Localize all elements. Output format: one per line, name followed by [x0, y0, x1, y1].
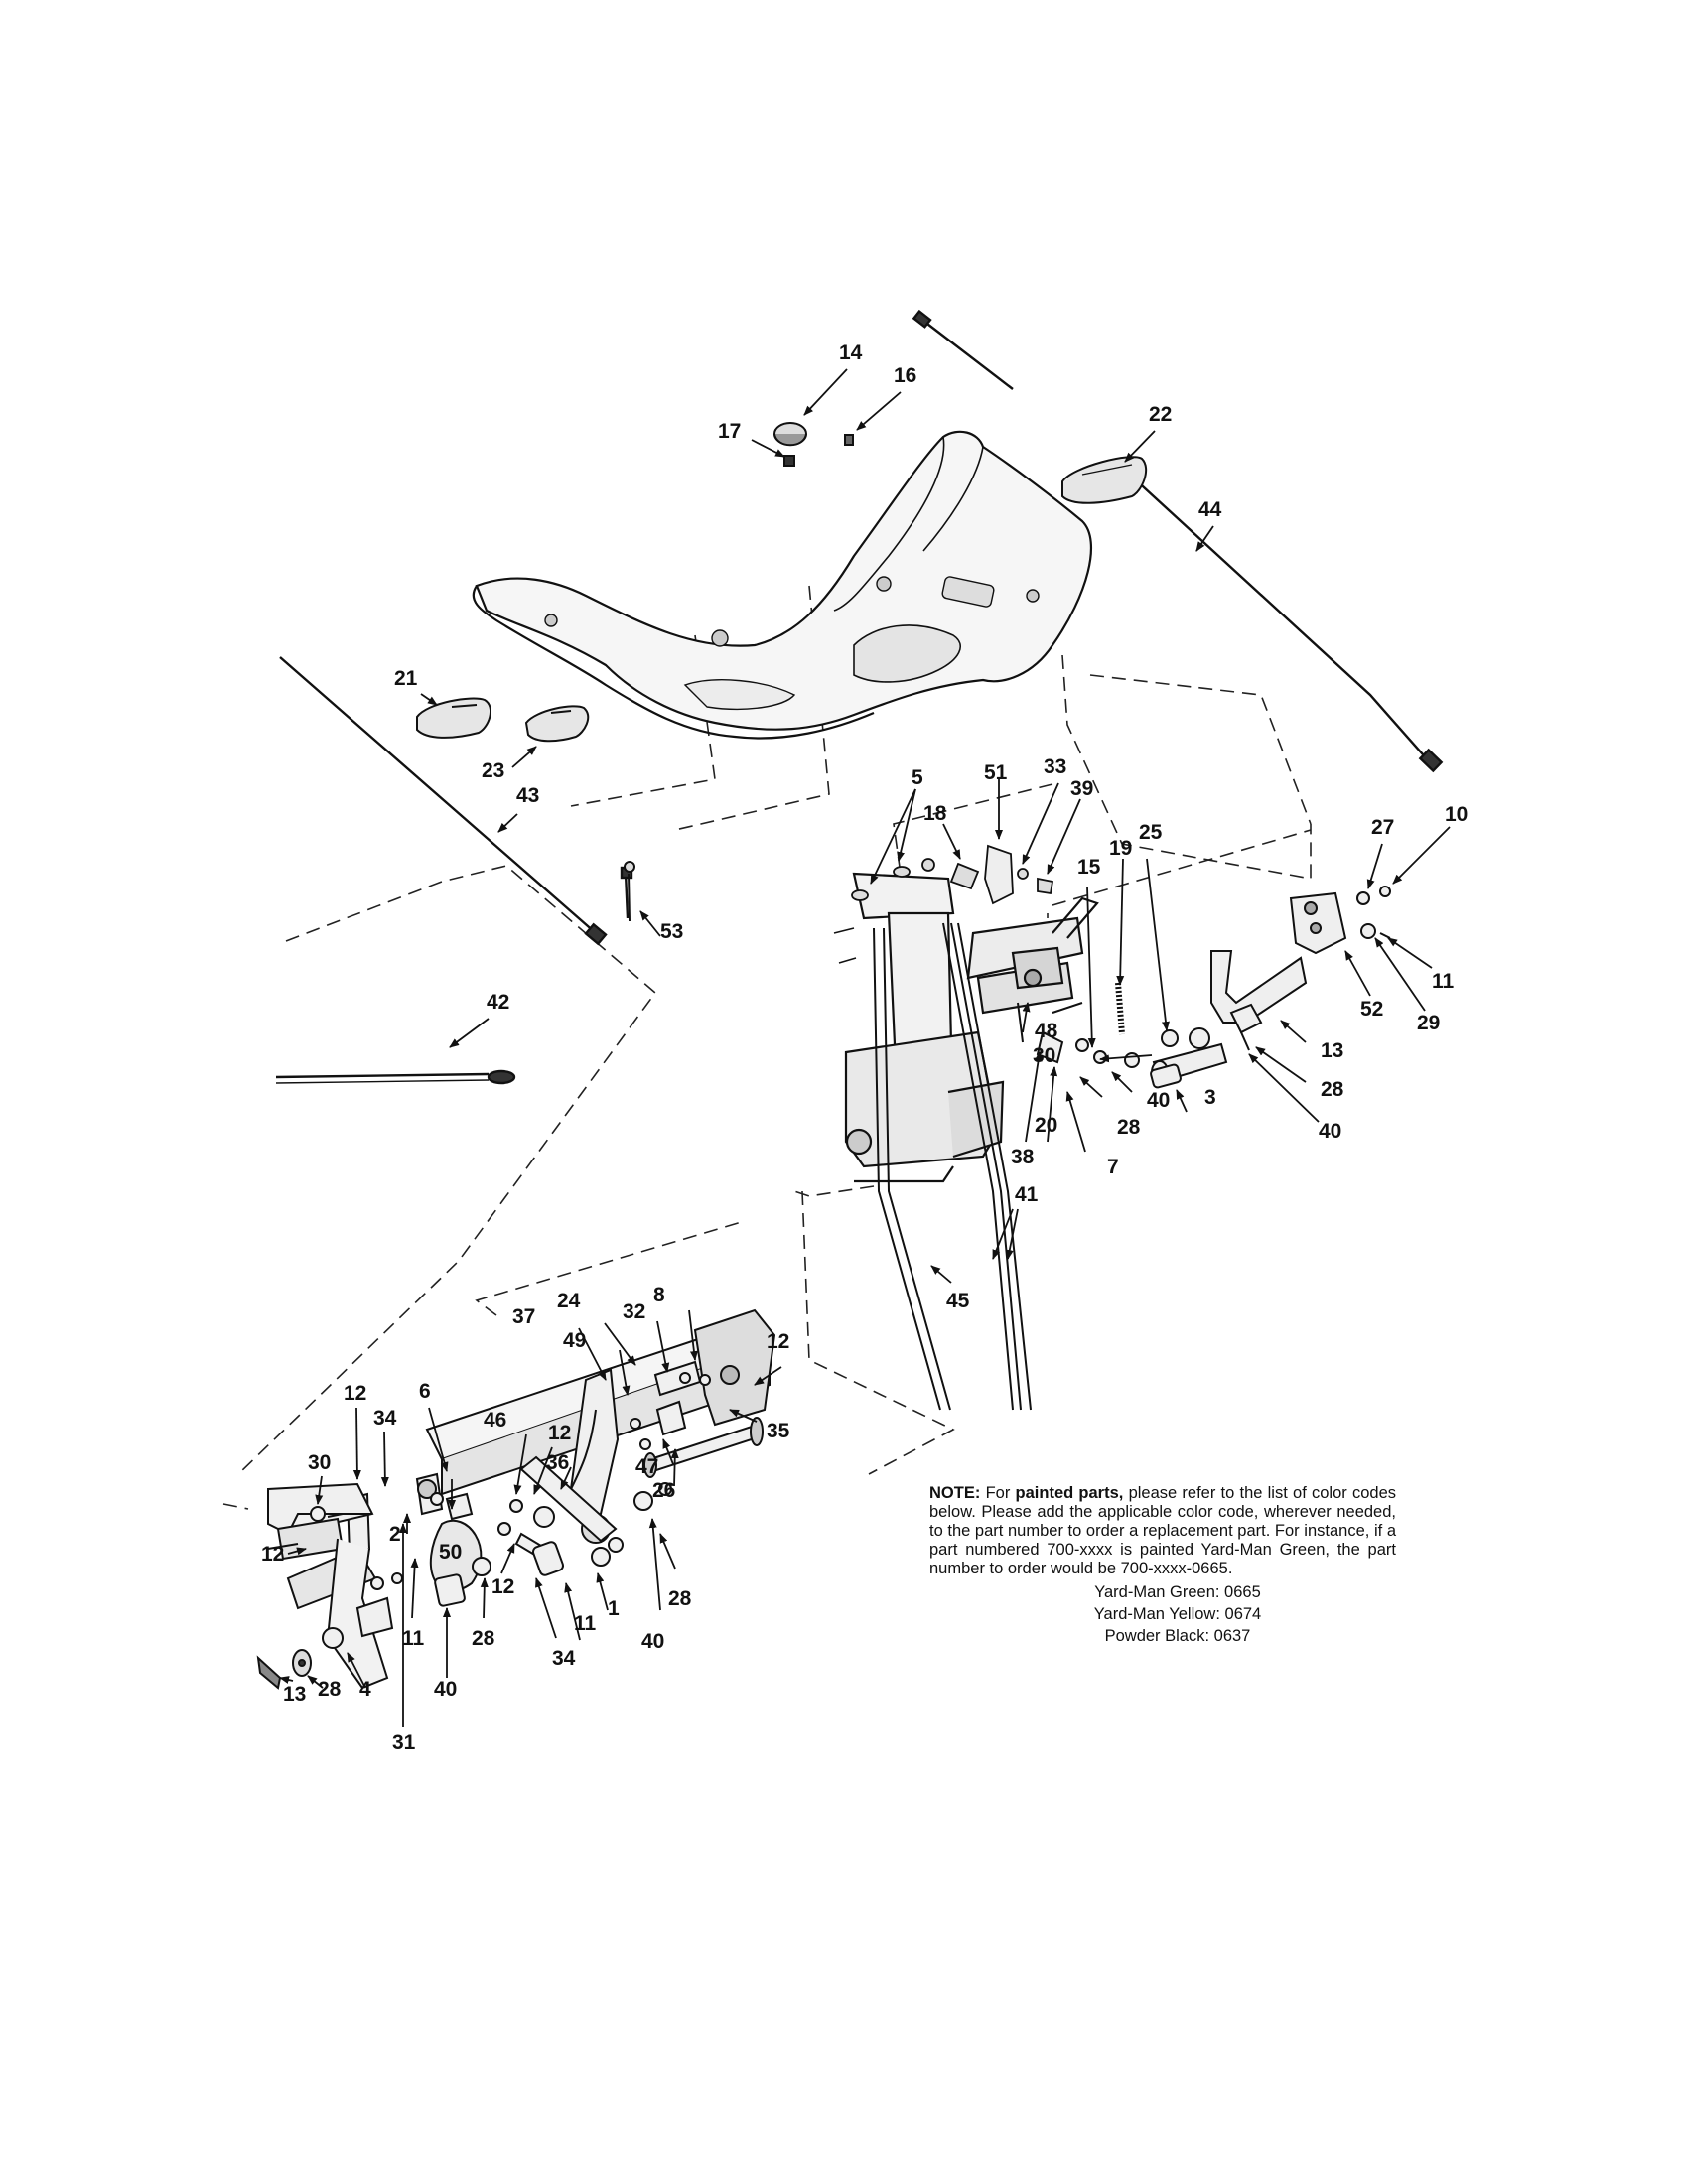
callout-47: 47	[635, 1455, 658, 1478]
callout-37: 37	[512, 1305, 535, 1328]
bolt-53	[624, 861, 635, 922]
color-code-yellow: Yard-Man Yellow: 0674	[1093, 1605, 1262, 1623]
callout-24: 24	[557, 1290, 581, 1312]
callout-12-a: 12	[767, 1330, 789, 1353]
callout-48: 48	[1035, 1020, 1058, 1042]
note-pre: For	[985, 1484, 1011, 1502]
note-body: please refer to the list of color codes …	[929, 1484, 1396, 1577]
right-linkage	[1017, 886, 1391, 1089]
steering-column-assembly	[833, 872, 1099, 1183]
callout-3: 3	[1204, 1086, 1216, 1109]
callout-12-d: 12	[261, 1543, 284, 1566]
callout-40-upper-a: 40	[1147, 1089, 1170, 1112]
painted-parts-note: NOTE: For painted parts, please refer to…	[929, 1484, 1396, 1647]
upper-hardware	[851, 844, 1054, 905]
callout-13-upper: 13	[1321, 1039, 1343, 1062]
note-emphasis: painted parts,	[1015, 1484, 1124, 1502]
callout-6: 6	[419, 1380, 431, 1403]
callout-28-upper-b: 28	[1321, 1078, 1344, 1101]
callout-12-e: 12	[491, 1575, 514, 1598]
callout-20: 20	[1035, 1114, 1057, 1137]
callout-11-lower-b: 11	[574, 1612, 597, 1635]
cable-grips	[416, 456, 1148, 743]
callout-5: 5	[912, 766, 923, 789]
callout-11-lower-a: 11	[402, 1627, 425, 1650]
callout-4: 4	[359, 1678, 371, 1701]
callout-32: 32	[623, 1300, 645, 1323]
callout-46: 46	[484, 1409, 506, 1432]
callout-42: 42	[487, 991, 509, 1014]
callout-labels: 14 16 17 22 44 21 23 43 53 42 5 51 33 39…	[261, 341, 1468, 1754]
callout-45: 45	[946, 1290, 970, 1312]
color-code-green: Yard-Man Green: 0665	[1094, 1583, 1261, 1601]
control-cables	[275, 309, 1444, 1085]
console-panel	[472, 430, 1093, 740]
callout-53: 53	[660, 920, 683, 943]
note-lead: NOTE:	[929, 1484, 981, 1502]
callout-28-lower-b: 28	[668, 1587, 692, 1610]
callout-2: 2	[389, 1523, 401, 1546]
callout-11-upper: 11	[1432, 970, 1455, 993]
callout-14: 14	[839, 341, 863, 364]
callout-28-lower-a: 28	[472, 1627, 495, 1650]
callout-7: 7	[1107, 1156, 1119, 1178]
callout-36: 36	[546, 1451, 569, 1474]
color-code-list: Yard-Man Green: 0665 Yard-Man Yellow: 06…	[929, 1581, 1396, 1647]
callout-41: 41	[1015, 1183, 1039, 1206]
callout-8: 8	[653, 1284, 665, 1306]
rods-45-41	[873, 922, 1032, 1411]
callout-49: 49	[563, 1329, 586, 1352]
callout-19: 19	[1109, 837, 1132, 860]
callout-39: 39	[1070, 777, 1093, 800]
callout-12-b: 12	[344, 1382, 366, 1405]
callout-1: 1	[608, 1597, 620, 1620]
callout-43: 43	[516, 784, 539, 807]
callout-34-a: 34	[373, 1407, 397, 1430]
callout-12-c: 12	[548, 1422, 571, 1444]
callout-28-lower-c: 28	[318, 1678, 342, 1701]
callout-18: 18	[923, 802, 947, 825]
callout-33: 33	[1044, 755, 1066, 778]
callout-28-upper-a: 28	[1117, 1116, 1141, 1139]
knob-parts	[773, 422, 854, 467]
color-code-black: Powder Black: 0637	[1104, 1627, 1251, 1645]
callout-26: 26	[652, 1479, 675, 1502]
callout-31: 31	[392, 1731, 416, 1754]
callout-40-lower-a: 40	[641, 1630, 664, 1653]
callout-16: 16	[894, 364, 916, 387]
callout-25: 25	[1139, 821, 1163, 844]
callout-52: 52	[1360, 998, 1383, 1021]
callout-40-lower-b: 40	[434, 1678, 457, 1701]
callout-51: 51	[984, 761, 1008, 784]
callout-30-upper: 30	[1033, 1044, 1055, 1067]
callout-13-lower: 13	[283, 1683, 306, 1706]
callout-34-b: 34	[552, 1647, 576, 1670]
callout-15: 15	[1077, 856, 1101, 879]
callout-50: 50	[439, 1541, 462, 1564]
callout-10: 10	[1445, 803, 1468, 826]
callout-22: 22	[1149, 403, 1172, 426]
lower-pedal-assembly	[256, 1308, 776, 1690]
callout-35: 35	[767, 1420, 790, 1442]
callout-27: 27	[1371, 816, 1394, 839]
callout-29: 29	[1417, 1012, 1440, 1034]
callout-17: 17	[718, 420, 741, 443]
callout-40-upper-b: 40	[1319, 1120, 1341, 1143]
callout-leaders	[279, 368, 1451, 1727]
callout-38: 38	[1011, 1146, 1035, 1168]
callout-21: 21	[394, 667, 418, 690]
callout-44: 44	[1198, 498, 1222, 521]
callout-30-lower: 30	[308, 1451, 331, 1474]
callout-23: 23	[482, 759, 504, 782]
